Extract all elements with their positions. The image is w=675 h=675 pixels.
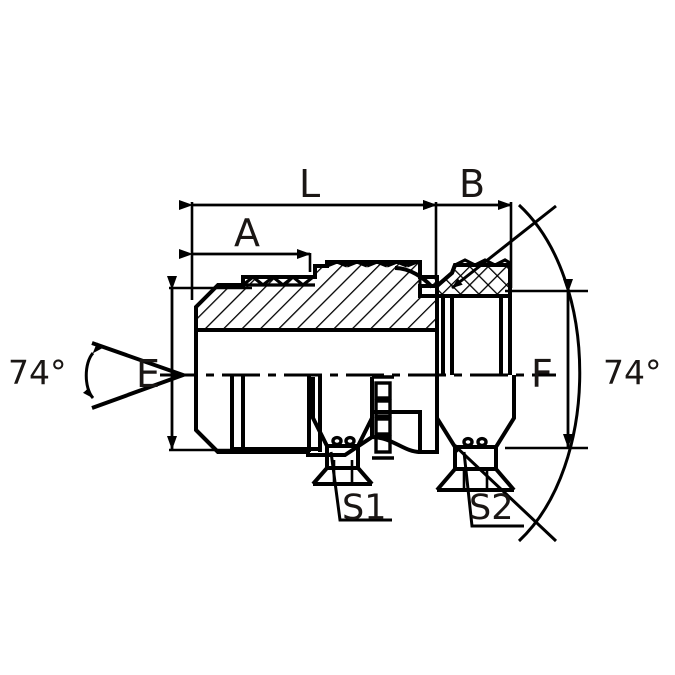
part-geometry — [160, 258, 556, 492]
leader-s1 — [329, 451, 392, 522]
callout-leaders — [329, 451, 524, 528]
dimension-label-E: E — [136, 352, 161, 396]
hex-s1 — [311, 377, 374, 486]
dimension-label-F: F — [531, 352, 553, 396]
washer-stack — [372, 375, 394, 460]
callout-label-s1: S1 — [342, 488, 387, 528]
callout-label-s2: S2 — [469, 488, 514, 528]
hex-s2 — [435, 375, 516, 492]
body-nut-transition — [371, 435, 437, 454]
hex-s2-chamfer-dots — [462, 436, 488, 448]
dimension-label-B: B — [459, 162, 486, 206]
dimension-label-L: L — [299, 162, 321, 206]
angle-symbol-left — [83, 341, 189, 410]
angle-label-right: 74° — [603, 353, 662, 392]
flare-seat-left — [194, 375, 322, 455]
nut-relief-curve — [394, 266, 434, 289]
swivel-nut-outline — [437, 294, 512, 375]
dimension-lines — [167, 200, 588, 452]
angle-symbol-right — [450, 203, 582, 543]
hex-s1-chamfer-dots — [331, 435, 356, 447]
hex-s2-faces — [462, 470, 489, 490]
body-section-upper — [194, 260, 439, 332]
male-thread-crests-left — [242, 274, 315, 287]
hex-s1-faces — [332, 460, 354, 484]
leader-s2 — [462, 451, 524, 528]
swivel-nut-thread-crests — [454, 258, 511, 267]
angle-label-left: 74° — [8, 353, 67, 392]
dimension-label-A: A — [234, 211, 260, 255]
male-thread-crests-right — [326, 260, 418, 268]
